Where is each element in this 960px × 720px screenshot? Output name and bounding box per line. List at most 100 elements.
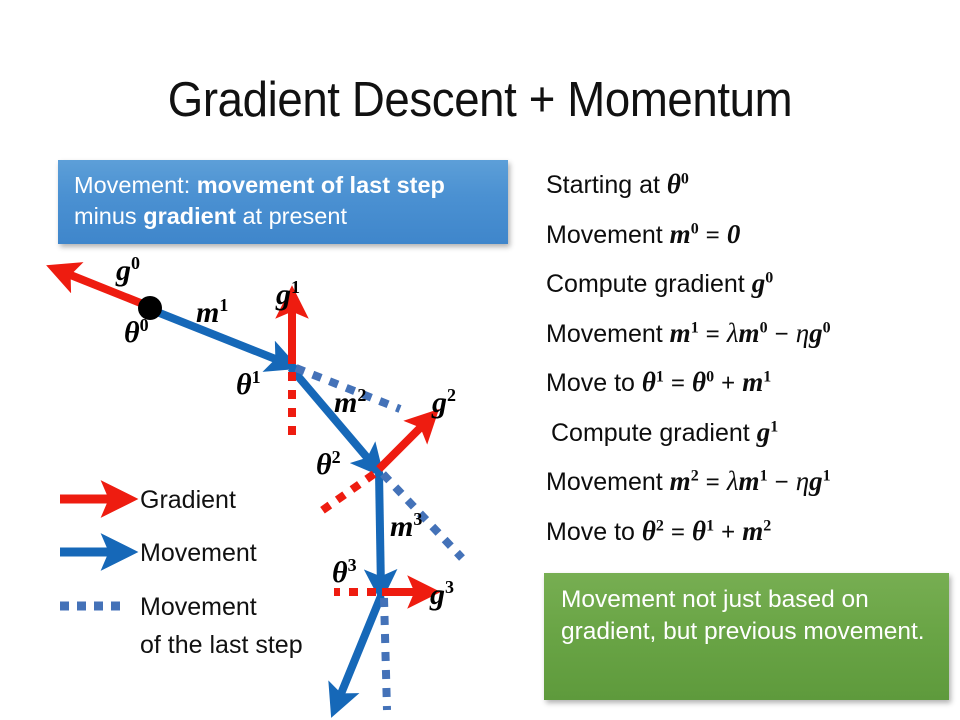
label-m2: m2 <box>334 386 366 420</box>
legend-item-gradient-label: Gradient <box>140 486 236 514</box>
superscript: 0 <box>680 170 689 188</box>
step-text: Movement <box>546 468 670 496</box>
green-callout-box: Movement not just based on gradient, but… <box>544 573 949 700</box>
lambda-symbol: λ <box>726 317 739 348</box>
equals-symbol: = <box>705 469 720 496</box>
superscript: 2 <box>655 517 664 535</box>
superscript: 3 <box>445 577 454 597</box>
superscript: 1 <box>251 367 261 387</box>
superscript: 2 <box>690 467 699 485</box>
step-compute-g0: Compute gradient g0 <box>546 259 956 309</box>
label-theta3: θ3 <box>332 556 357 590</box>
blue-callout-prefix: Movement: <box>74 172 197 198</box>
label-theta1: θ1 <box>236 368 261 402</box>
step-compute-g1: Compute gradient g1 <box>546 408 956 458</box>
superscript: 1 <box>690 319 699 337</box>
superscript: 1 <box>770 418 779 436</box>
theta-symbol: θ <box>332 556 348 589</box>
superscript: 0 <box>759 319 768 337</box>
legend-item-last-step-label: Movement <box>140 593 257 621</box>
m-symbol: m <box>738 466 760 496</box>
label-g0: g0 <box>116 254 140 288</box>
superscript: 0 <box>131 253 140 273</box>
minus-symbol: − <box>774 469 789 496</box>
blue-callout-middle: minus <box>74 203 144 230</box>
plus-symbol: + <box>721 518 736 546</box>
superscript: 1 <box>759 467 768 485</box>
g-symbol: g <box>116 254 131 287</box>
g-symbol: g <box>276 278 291 311</box>
step-movement-m2: Movement m2 = λm1 − ηg1 <box>546 457 956 507</box>
step-text: Movement <box>546 220 670 249</box>
superscript: 2 <box>763 517 772 535</box>
superscript: 1 <box>822 467 831 485</box>
superscript: 1 <box>291 277 300 297</box>
m-symbol: m <box>334 386 358 419</box>
superscript: 2 <box>447 385 456 405</box>
step-text: Move to <box>546 369 642 397</box>
eta-symbol: η <box>795 317 810 348</box>
g-symbol: g <box>430 578 445 611</box>
last-step-dotted-theta3 <box>380 597 391 711</box>
m-symbol: m <box>742 515 764 546</box>
step-text: Movement <box>546 319 670 348</box>
g-symbol: g <box>432 386 447 419</box>
g-symbol: g <box>751 268 766 298</box>
step-starting-at: Starting at θ0 <box>546 160 956 210</box>
label-g3: g3 <box>430 578 454 612</box>
m-symbol: m <box>669 218 691 249</box>
superscript: 1 <box>706 517 715 535</box>
label-g2: g2 <box>432 386 456 420</box>
label-g1: g1 <box>276 278 300 312</box>
equals-symbol: = <box>670 518 686 546</box>
step-movement-m1: Movement m1 = λm0 − ηg0 <box>546 309 956 359</box>
blue-callout-bold-2: gradient <box>143 203 236 230</box>
superscript: 0 <box>822 319 831 337</box>
label-theta0: θ0 <box>124 316 149 350</box>
algorithm-steps-list: Starting at θ0 Movement m0 = 0 Compute g… <box>546 160 956 556</box>
theta-symbol: θ <box>236 368 252 401</box>
equals-symbol: = <box>705 320 720 348</box>
step-movement-m0: Movement m0 = 0 <box>546 210 956 260</box>
theta-symbol: θ <box>316 448 332 481</box>
superscript: 2 <box>357 385 367 405</box>
movement-arrow-m3 <box>363 471 398 603</box>
theta-symbol: θ <box>124 316 140 349</box>
blue-callout-bold-1: movement of last step <box>196 172 445 198</box>
m-symbol: m <box>390 510 414 543</box>
movement-arrow-m4 <box>328 594 385 718</box>
superscript: 3 <box>347 555 357 575</box>
m-symbol: m <box>669 466 691 496</box>
legend-item-movement-label: Movement <box>140 539 257 567</box>
blue-callout-box: Movement: movement of last step minus gr… <box>58 160 508 244</box>
page-title: Gradient Descent + Momentum <box>167 73 793 127</box>
theta-symbol: θ <box>641 367 656 397</box>
theta-symbol: θ <box>692 515 707 546</box>
step-text: Starting at <box>546 171 667 199</box>
blue-callout-suffix: at present <box>235 203 347 230</box>
step-text: Compute gradient <box>551 418 757 447</box>
superscript: 0 <box>690 220 699 238</box>
legend-item-last-step-label-line2: of the last step <box>140 631 303 659</box>
superscript: 3 <box>413 509 423 529</box>
lambda-symbol: λ <box>726 466 739 496</box>
step-text: Move to <box>546 517 642 546</box>
step-move-to-theta2: Move to θ2 = θ1 + m2 <box>546 507 956 557</box>
eta-symbol: η <box>795 466 810 496</box>
equals-symbol: = <box>670 370 686 397</box>
gradient-arrow-g2 <box>376 408 440 472</box>
m-symbol: m <box>669 317 691 348</box>
label-m1: m1 <box>196 296 228 330</box>
superscript: 0 <box>765 269 774 287</box>
g-symbol: g <box>809 466 823 496</box>
superscript: 0 <box>706 368 715 386</box>
superscript: 0 <box>139 315 149 335</box>
m-symbol: m <box>738 317 760 348</box>
theta-symbol: θ <box>692 367 707 397</box>
g-symbol: g <box>756 416 771 447</box>
label-theta2: θ2 <box>316 448 341 482</box>
zero-symbol: 0 <box>726 218 741 249</box>
superscript: 1 <box>763 368 772 386</box>
equals-symbol: = <box>705 221 720 249</box>
